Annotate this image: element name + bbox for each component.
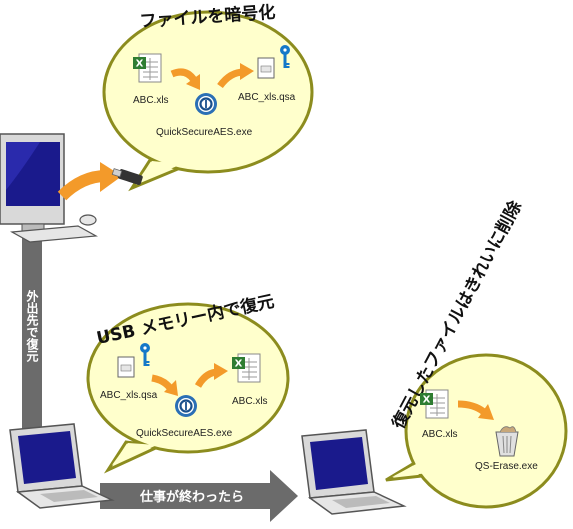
horizontal-flow-arrow: [100, 470, 298, 522]
erase-source-file-label: ABC.xls: [422, 429, 458, 440]
quicksecure-app-icon: [173, 393, 199, 419]
encrypt-output-file-label: ABC_xls.qsa: [238, 92, 296, 103]
vertical-flow-label: 外出先で復元: [25, 289, 39, 363]
quicksecure-app-icon: [193, 91, 219, 117]
restore-output-file-label: ABC.xls: [232, 396, 268, 407]
restore-source-file-label: ABC_xls.qsa: [100, 390, 158, 401]
orange-arrow-icon: [170, 68, 200, 90]
horizontal-flow-label: 仕事が終わったら: [139, 489, 244, 505]
usb-stick-icon: [111, 168, 143, 185]
orange-arrow-icon: [457, 400, 494, 420]
orange-arrow-icon: [57, 162, 122, 201]
qsa-file-icon: [257, 57, 275, 79]
desktop-computer-icon: [0, 133, 98, 243]
restore-bubble: [86, 302, 290, 474]
encrypt-source-file-label: ABC.xls: [133, 95, 169, 106]
encrypt-tool-label: QuickSecureAES.exe: [156, 127, 253, 138]
restore-tool-label: QuickSecureAES.exe: [136, 428, 233, 439]
vertical-flow-arrow: [22, 238, 42, 430]
laptop-icon: [9, 423, 115, 509]
laptop-icon: [301, 429, 407, 515]
orange-arrow-icon: [194, 363, 228, 388]
qsa-file-icon: [117, 356, 135, 378]
recycle-bin-icon: [495, 426, 519, 457]
encrypt-bubble: [102, 10, 314, 192]
orange-arrow-icon: [217, 63, 254, 89]
erase-tool-label: QS-Erase.exe: [475, 461, 538, 472]
orange-arrow-icon: [151, 374, 178, 396]
